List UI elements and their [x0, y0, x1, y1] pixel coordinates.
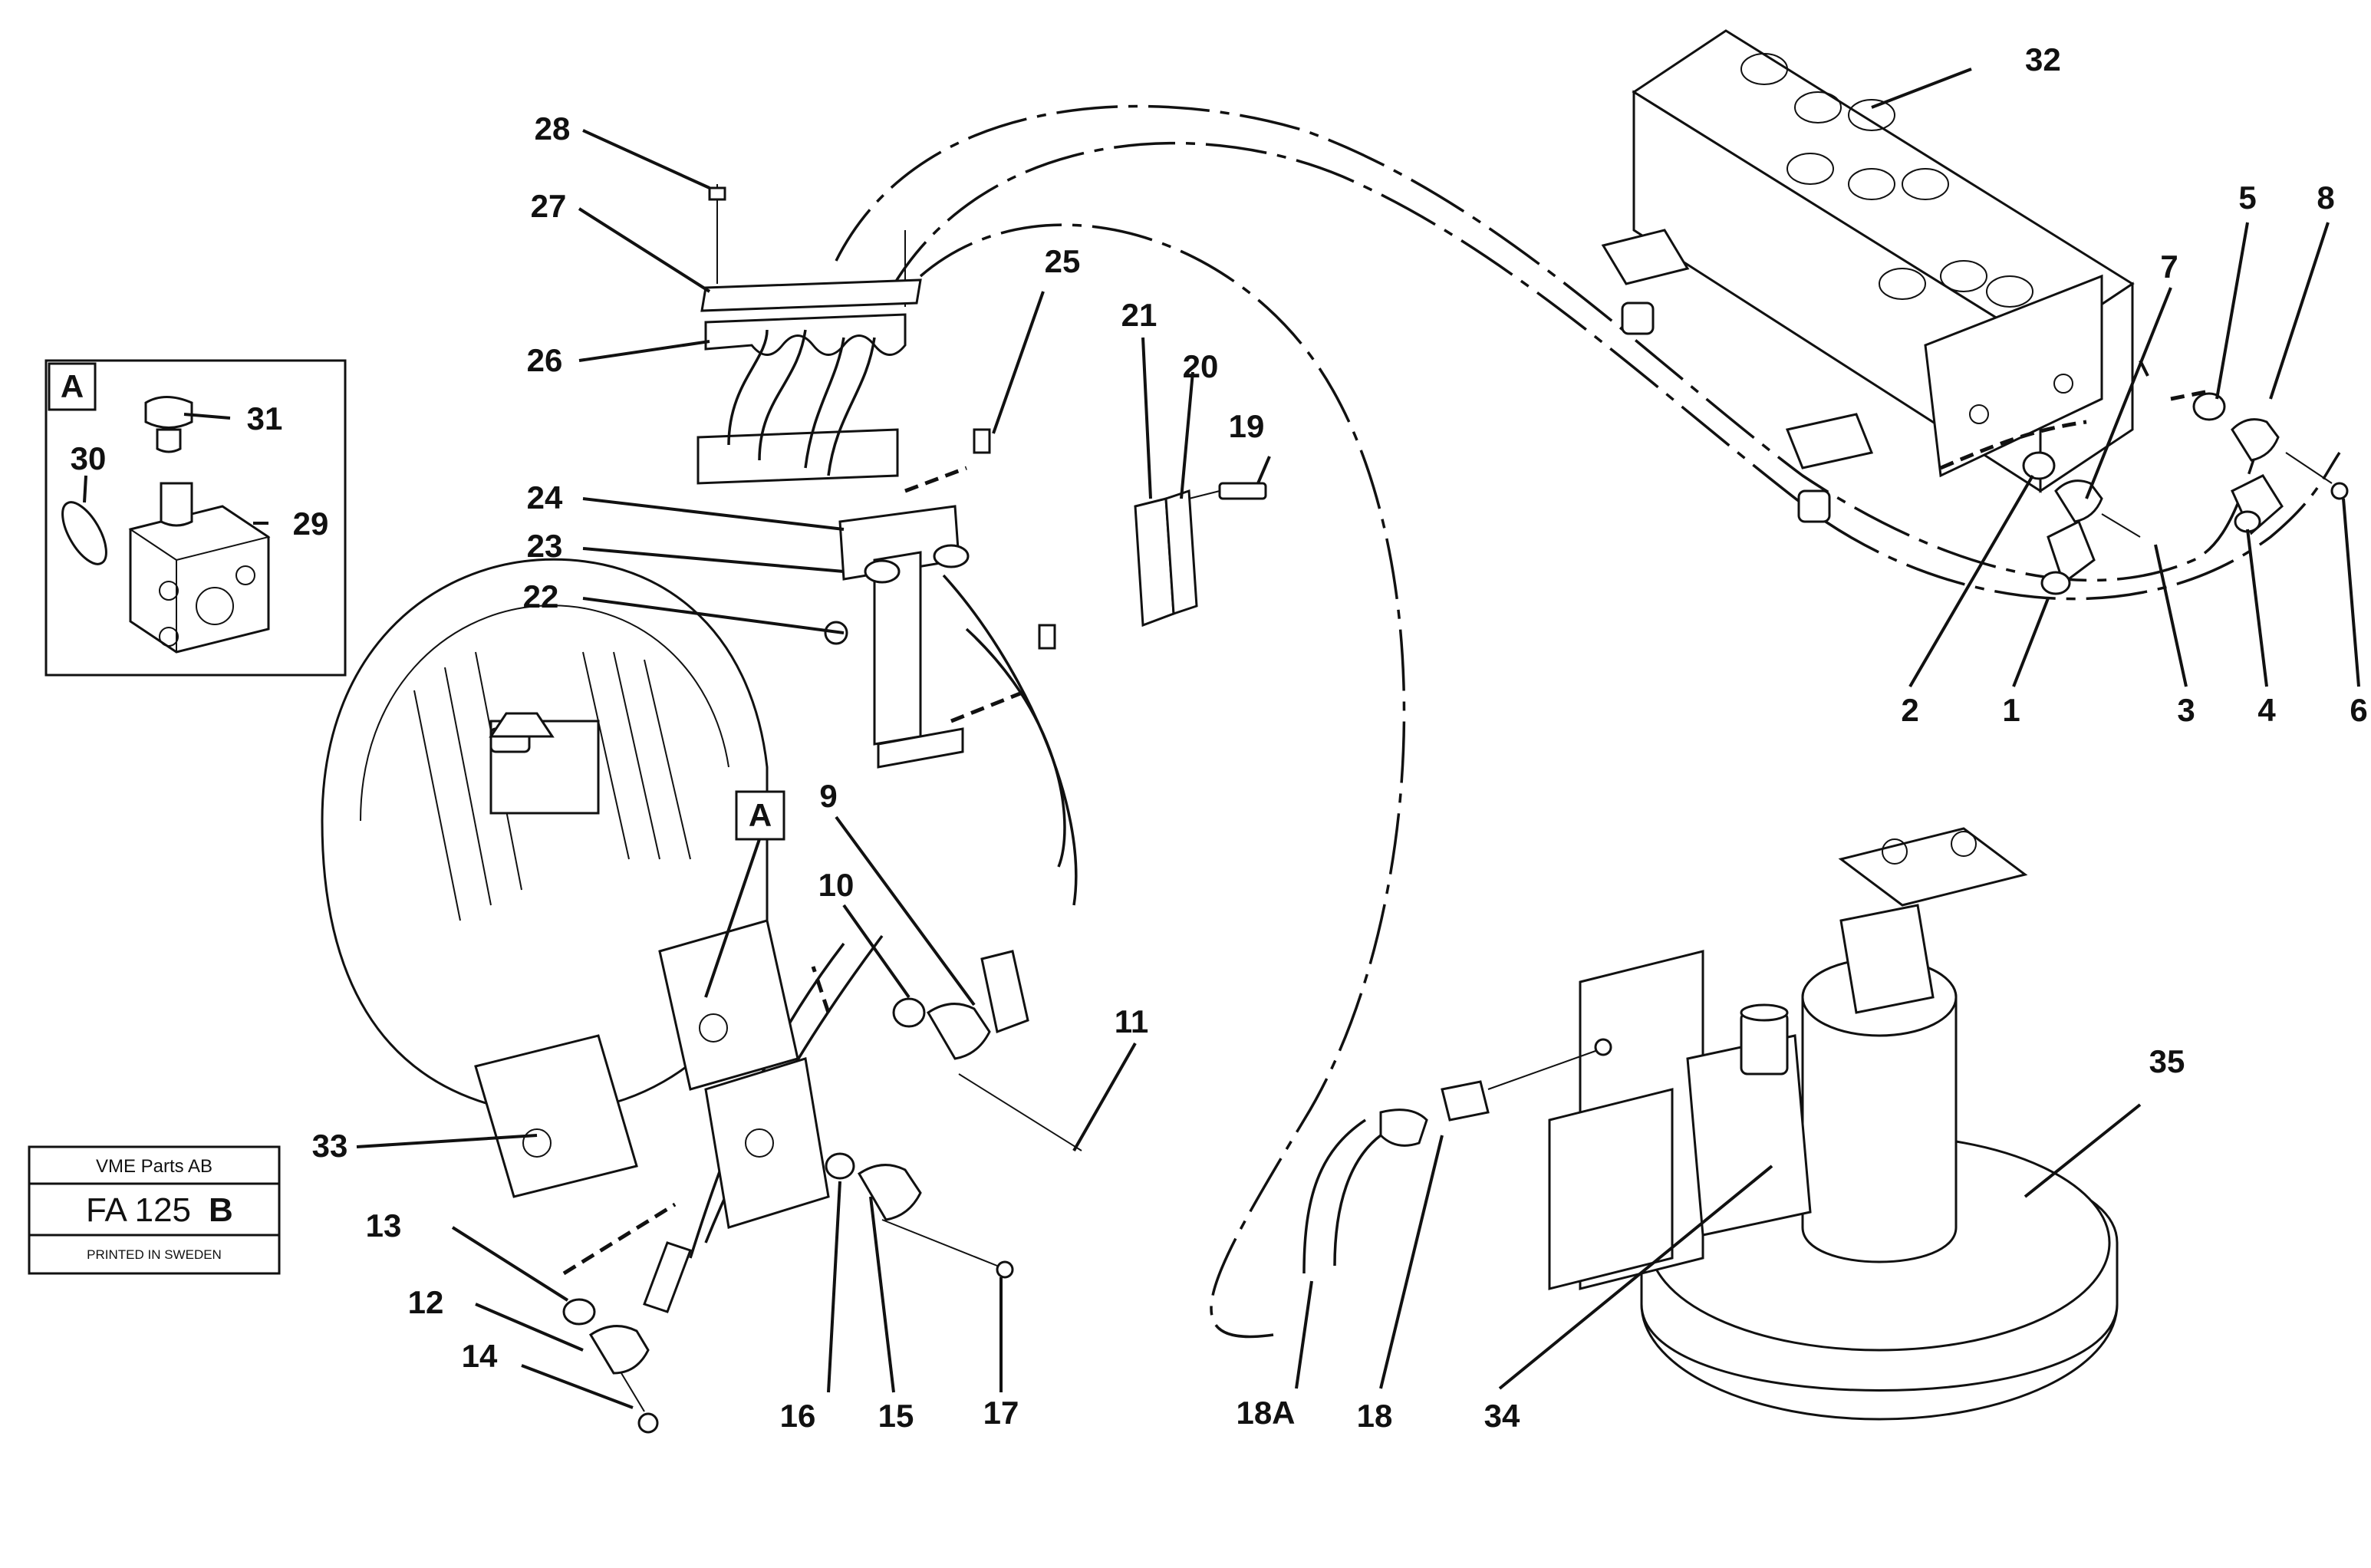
valve-block — [1601, 29, 2135, 523]
callout-1: 1 — [2002, 692, 2020, 728]
callout-19: 19 — [1229, 408, 1265, 444]
callout-11: 11 — [1115, 1003, 1148, 1039]
stamp-company: VME Parts AB — [96, 1156, 212, 1177]
callout-33: 33 — [312, 1128, 348, 1164]
callout-34: 34 — [1484, 1398, 1520, 1434]
callout-23: 23 — [527, 528, 563, 564]
callout-30: 30 — [71, 440, 107, 476]
callout-32: 32 — [2025, 41, 2061, 77]
detail-a-inset: A — [44, 359, 347, 677]
stamp-printed: PRINTED IN SWEDEN — [87, 1247, 222, 1262]
callout-4: 4 — [2257, 692, 2276, 728]
leader-lines — [83, 68, 2360, 1409]
callout-24: 24 — [527, 479, 563, 516]
callout-29: 29 — [293, 506, 329, 542]
callout-8: 8 — [2317, 180, 2334, 216]
callout-18: 18 — [1357, 1398, 1393, 1434]
callout-15: 15 — [878, 1398, 914, 1434]
callout-35: 35 — [2149, 1043, 2185, 1079]
detail-a-marker: A — [704, 790, 785, 998]
callout-6: 6 — [2350, 692, 2367, 728]
right-fittings — [1940, 389, 2349, 595]
callout-labels: 32 5 8 7 2 1 3 4 6 28 27 26 25 21 20 19 … — [71, 41, 2368, 1434]
callout-27: 27 — [531, 188, 567, 224]
callout-28: 28 — [535, 110, 571, 147]
svg-text:A: A — [749, 797, 772, 833]
callout-2: 2 — [1901, 692, 1918, 728]
parts-stamp: VME Parts AB FA 125 B PRINTED IN SWEDEN — [28, 1145, 281, 1275]
callout-14: 14 — [462, 1338, 498, 1374]
callout-17: 17 — [983, 1395, 1019, 1431]
callout-3: 3 — [2177, 692, 2195, 728]
detail-a-label: A — [61, 368, 84, 404]
callout-7: 7 — [2160, 249, 2178, 285]
callout-21: 21 — [1121, 297, 1158, 333]
pump-fittings — [562, 950, 1082, 1434]
hose-clamp-assembly — [696, 184, 1267, 769]
swing-motor — [1302, 827, 2119, 1421]
callout-13: 13 — [366, 1207, 402, 1244]
callout-5: 5 — [2238, 180, 2256, 216]
callout-12: 12 — [408, 1284, 444, 1320]
callout-26: 26 — [527, 342, 563, 378]
callout-18a: 18A — [1236, 1395, 1295, 1431]
stamp-code: FA 125 — [86, 1191, 191, 1229]
hose-routing — [689, 104, 2341, 1339]
callout-20: 20 — [1183, 348, 1219, 384]
callout-10: 10 — [818, 867, 855, 903]
detail-a-label-box — [48, 362, 97, 411]
hydraulic-pump — [321, 558, 830, 1229]
callout-9: 9 — [819, 778, 837, 814]
callout-22: 22 — [523, 578, 559, 614]
stamp-code-suffix: B — [209, 1191, 233, 1229]
callout-31: 31 — [247, 400, 283, 436]
callout-16: 16 — [780, 1398, 816, 1434]
callout-25: 25 — [1045, 243, 1081, 279]
